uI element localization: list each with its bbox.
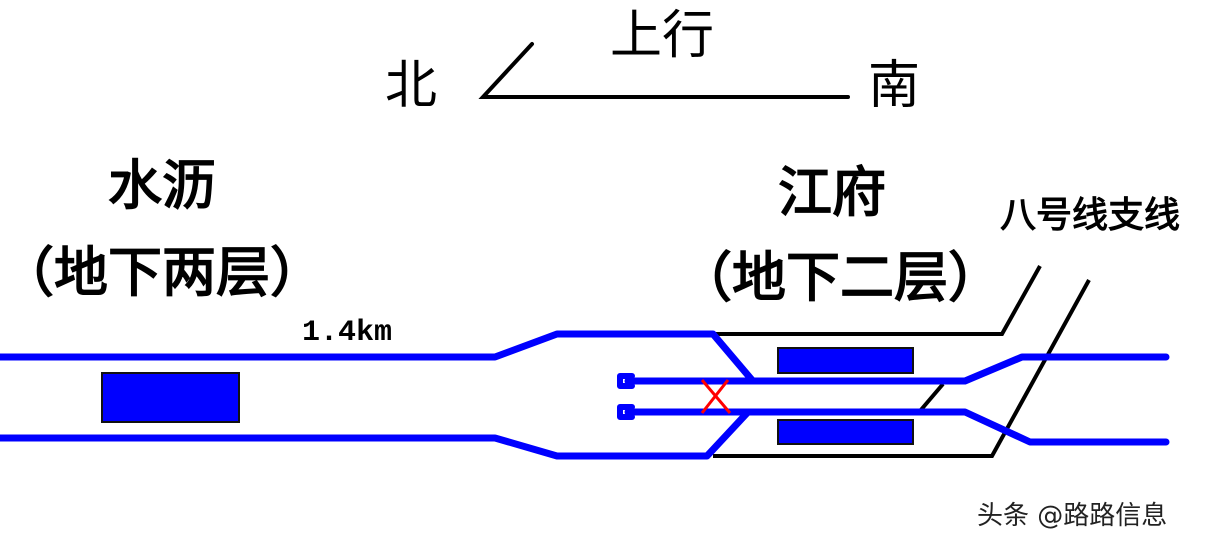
track-inner-upper xyxy=(624,353,1170,385)
direction-up-label: 上行 xyxy=(610,6,715,66)
platform-jiangfu-upper xyxy=(777,347,914,374)
platform-shuili xyxy=(101,372,240,423)
buffer-stop-icon xyxy=(617,373,635,389)
direction-arrow-icon xyxy=(478,42,850,99)
track-lower-main xyxy=(0,409,751,460)
station-name-shuili: 水沥 xyxy=(108,153,216,217)
track-inner-lower xyxy=(624,408,1170,446)
distance-label: 1.4km xyxy=(302,316,393,350)
branch-line-label: 八号线支线 xyxy=(1000,195,1181,236)
track-upper-main xyxy=(0,330,755,383)
direction-north-label: 北 xyxy=(385,56,438,116)
closed-crossover-icon xyxy=(700,379,732,414)
station-level-shuili: （地下两层） xyxy=(0,240,324,304)
direction-south-label: 南 xyxy=(868,56,921,116)
watermark: 头条 @路路信息 xyxy=(977,501,1168,531)
station-name-jiangfu: 江府 xyxy=(778,160,886,224)
buffer-stop-icon xyxy=(617,404,635,420)
platform-jiangfu-lower xyxy=(777,419,914,445)
station-box-lower-line xyxy=(713,279,1091,458)
station-box-upper-line xyxy=(713,265,1042,336)
station-level-jiangfu: （地下二层） xyxy=(678,245,1002,309)
crossover-black-line xyxy=(918,382,945,413)
